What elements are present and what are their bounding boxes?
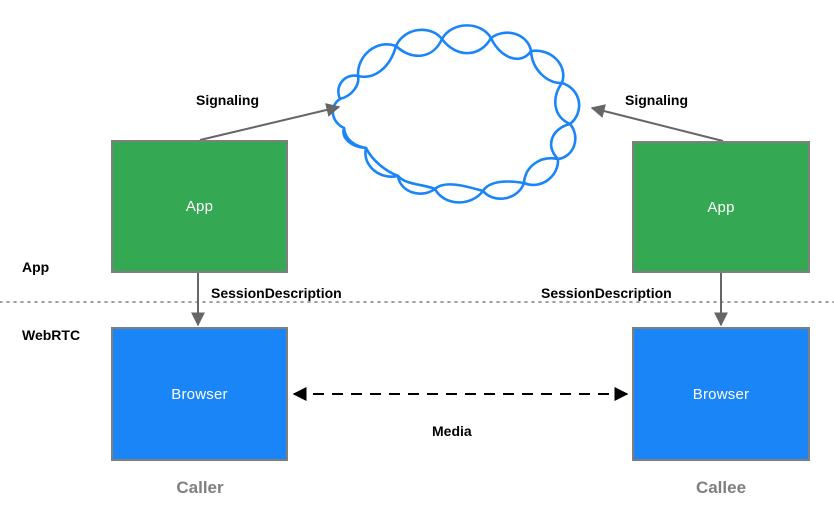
node-app-callee[interactable]: App xyxy=(632,141,810,273)
edge-label-session-description-left: SessionDescription xyxy=(211,285,342,301)
role-label-callee: Callee xyxy=(695,478,747,497)
node-browser-callee-label: Browser xyxy=(692,385,750,403)
layer-label-webrtc: WebRTC xyxy=(22,327,81,343)
node-browser-callee[interactable]: Browser xyxy=(632,327,810,461)
node-app-caller-label: App xyxy=(185,198,214,215)
signaling-cloud-icon xyxy=(331,24,581,204)
edge-label-session-description-right: SessionDescription xyxy=(541,285,672,301)
edge-label-signaling-right: Signaling xyxy=(625,92,688,108)
signaling-right-arrow xyxy=(590,104,724,142)
node-browser-caller[interactable]: Browser xyxy=(111,327,288,461)
node-app-callee-label: App xyxy=(707,198,735,216)
signaling-left-arrow xyxy=(199,103,341,141)
node-app-caller[interactable]: App xyxy=(111,140,288,273)
edge-label-media: Media xyxy=(432,423,472,439)
edge-label-signaling-left: Signaling xyxy=(196,92,259,108)
role-label-caller: Caller xyxy=(176,478,224,497)
layer-label-app: App xyxy=(22,259,50,275)
node-browser-caller-label: Browser xyxy=(171,385,228,403)
